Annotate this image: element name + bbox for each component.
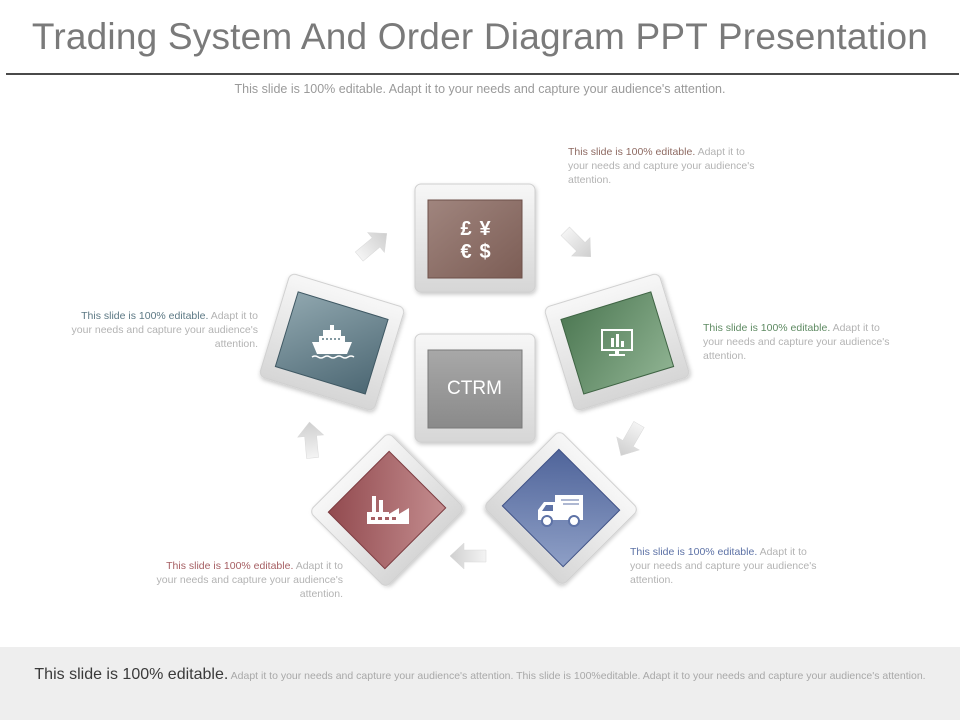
node-center: [414, 333, 536, 443]
caption-body: Adapt it to your needs and capture your …: [568, 146, 755, 186]
yen-glyph: ¥: [479, 218, 491, 240]
footer-text: This slide is 100% editable. Adapt it to…: [20, 667, 940, 684]
flow-arrow-3: [616, 421, 645, 456]
euro-glyph: €: [460, 241, 471, 263]
caption-logistics: This slide is 100% editable. Adapt it to…: [630, 545, 830, 587]
node-currency: £ ¥ € $: [414, 183, 536, 293]
center-label: CTRM: [447, 377, 502, 399]
flow-arrow-5: [297, 421, 325, 459]
footer-body: Adapt it to your needs and capture your …: [228, 670, 926, 682]
caption-body: Adapt it to your needs and capture your …: [630, 546, 817, 586]
ship-icon: [311, 325, 355, 359]
factory-icon: [367, 496, 409, 524]
flow-arrow-4: [449, 542, 487, 570]
caption-body: Adapt it to your needs and capture your …: [156, 560, 343, 600]
node-logistics: [485, 432, 637, 584]
dollar-glyph: $: [479, 241, 490, 263]
flow-arrow-2: [560, 226, 591, 257]
node-shipping: [259, 273, 405, 411]
footer-band: This slide is 100% editable. Adapt it to…: [0, 647, 960, 720]
caption-analytics: This slide is 100% editable. Adapt it to…: [703, 321, 903, 363]
slide-subtitle: This slide is 100% editable. Adapt it to…: [234, 82, 726, 96]
caption-lead: This slide is 100% editable.: [703, 322, 831, 334]
caption-lead: This slide is 100% editable.: [568, 146, 696, 158]
footer-lead: This slide is 100% editable.: [34, 666, 229, 683]
caption-lead: This slide is 100% editable.: [81, 310, 209, 322]
caption-lead: This slide is 100% editable.: [166, 560, 294, 572]
currency-icon: £ ¥ € $: [460, 218, 491, 263]
title-divider: [6, 73, 959, 75]
truck-icon: [538, 495, 583, 527]
slide-title: Trading System And Order Diagram PPT Pre…: [31, 16, 929, 57]
node-production: [311, 434, 463, 586]
monitor-chart-icon: [601, 329, 633, 356]
caption-shipping: This slide is 100% editable. Adapt it to…: [58, 309, 258, 351]
pound-glyph: £: [460, 218, 471, 240]
caption-body: Adapt it to your needs and capture your …: [71, 310, 258, 350]
node-analytics: [544, 273, 690, 411]
caption-body: Adapt it to your needs and capture your …: [703, 322, 890, 362]
flow-arrow-1: [355, 232, 388, 262]
caption-production: This slide is 100% editable. Adapt it to…: [143, 559, 343, 601]
caption-lead: This slide is 100% editable.: [630, 546, 758, 558]
caption-currency: This slide is 100% editable. Adapt it to…: [568, 145, 768, 187]
